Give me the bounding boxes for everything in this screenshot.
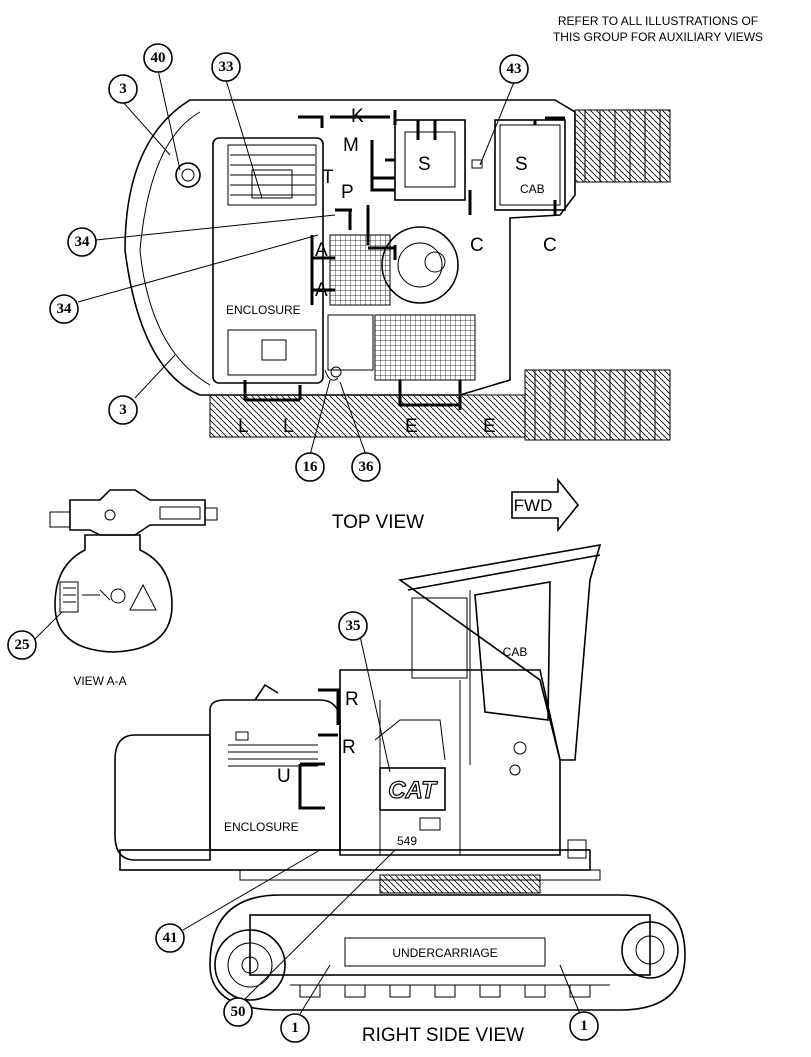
svg-text:41: 41 [163, 930, 178, 946]
callout-41: 41 [155, 923, 185, 953]
section-letter-l-right: L [283, 416, 294, 437]
top-view-drawing [124, 99, 671, 441]
section-letter-a-upper: A [315, 240, 328, 261]
callout-3-lower: 3 [108, 395, 138, 425]
top-view-title: TOP VIEW [332, 512, 424, 533]
top-view-leaders [77, 69, 515, 456]
fuel-cap [175, 162, 201, 188]
svg-text:35: 35 [346, 618, 361, 634]
section-letter-c-right: C [543, 235, 557, 256]
header-note-line-1: REFER TO ALL ILLUSTRATIONS OF [558, 14, 758, 28]
idler-wheel [214, 929, 286, 1001]
section-letter-c-left: C [470, 235, 484, 256]
section-letter-p: P [341, 182, 354, 203]
upper-track [574, 109, 671, 183]
enclosure-label-side: ENCLOSURE [224, 820, 299, 834]
cab-side [397, 543, 602, 761]
undercarriage-label: UNDERCARRIAGE [392, 946, 497, 960]
section-letter-l-left: L [238, 416, 249, 437]
grid-panel-1 [329, 234, 391, 306]
svg-text:3: 3 [119, 402, 127, 418]
section-letter-e-left: E [405, 416, 418, 437]
svg-text:43: 43 [507, 61, 522, 77]
svg-text:33: 33 [219, 59, 234, 75]
section-letter-e-right: E [483, 416, 496, 437]
section-letter-r-upper: R [345, 689, 359, 710]
callout-34-upper: 34 [67, 227, 97, 257]
view-a-a-title: VIEW A-A [73, 674, 126, 688]
svg-text:36: 36 [359, 459, 375, 475]
view-a-a-drawing [33, 489, 218, 653]
right-side-view-drawing [114, 543, 686, 1011]
callout-35: 35 [338, 611, 368, 641]
svg-text:40: 40 [151, 50, 166, 66]
swing-bearing [381, 226, 459, 304]
svg-text:34: 34 [57, 301, 73, 317]
counterweight [114, 734, 211, 861]
section-letter-m: M [343, 135, 359, 156]
enclosure-box [212, 137, 324, 384]
svg-text:1: 1 [580, 1018, 588, 1034]
callout-1-left: 1 [280, 1013, 310, 1043]
callout-33: 33 [211, 52, 241, 82]
svg-text:1: 1 [291, 1020, 299, 1036]
callout-50: 50 [223, 997, 253, 1027]
header-note-line-2: THIS GROUP FOR AUXILIARY VIEWS [553, 30, 763, 44]
callout-36: 36 [351, 452, 381, 482]
callout-16: 16 [295, 452, 325, 482]
cab-top-right [494, 119, 566, 211]
upper-structure-outline [124, 99, 576, 396]
cat-logo: CAT [388, 777, 438, 804]
lower-track [524, 369, 671, 441]
right-side-view-title: RIGHT SIDE VIEW [362, 1025, 524, 1046]
callout-25: 25 [7, 630, 37, 660]
section-letter-u: U [277, 766, 291, 787]
forward-arrow: FWD [511, 477, 580, 533]
section-letter-s-right: S [515, 154, 528, 175]
section-letter-a-lower: A [315, 280, 328, 301]
enclosure-label-top: ENCLOSURE [226, 303, 301, 317]
svg-text:50: 50 [231, 1004, 246, 1020]
side-view-leaders [182, 635, 581, 1015]
section-letter-r-lower: R [342, 737, 356, 758]
section-letter-k: K [351, 106, 364, 127]
callout-43: 43 [499, 54, 529, 84]
callout-3-upper: 3 [108, 74, 138, 104]
grid-panel-2 [374, 314, 476, 381]
track-strip [209, 394, 526, 438]
svg-text:3: 3 [119, 81, 127, 97]
forward-label: FWD [514, 496, 553, 515]
sprocket-wheel [621, 921, 679, 979]
model-number: 549 [397, 834, 417, 848]
callout-34-lower: 34 [49, 294, 79, 324]
cab-label-top: CAB [520, 182, 545, 196]
section-letter-s-left: S [418, 154, 431, 175]
svg-text:16: 16 [303, 459, 319, 475]
cab-label-side: CAB [503, 645, 528, 659]
svg-text:34: 34 [75, 234, 91, 250]
section-letter-t: T [322, 167, 334, 188]
callout-40: 40 [143, 43, 173, 73]
callout-1-right: 1 [569, 1011, 599, 1041]
svg-text:25: 25 [15, 637, 30, 653]
